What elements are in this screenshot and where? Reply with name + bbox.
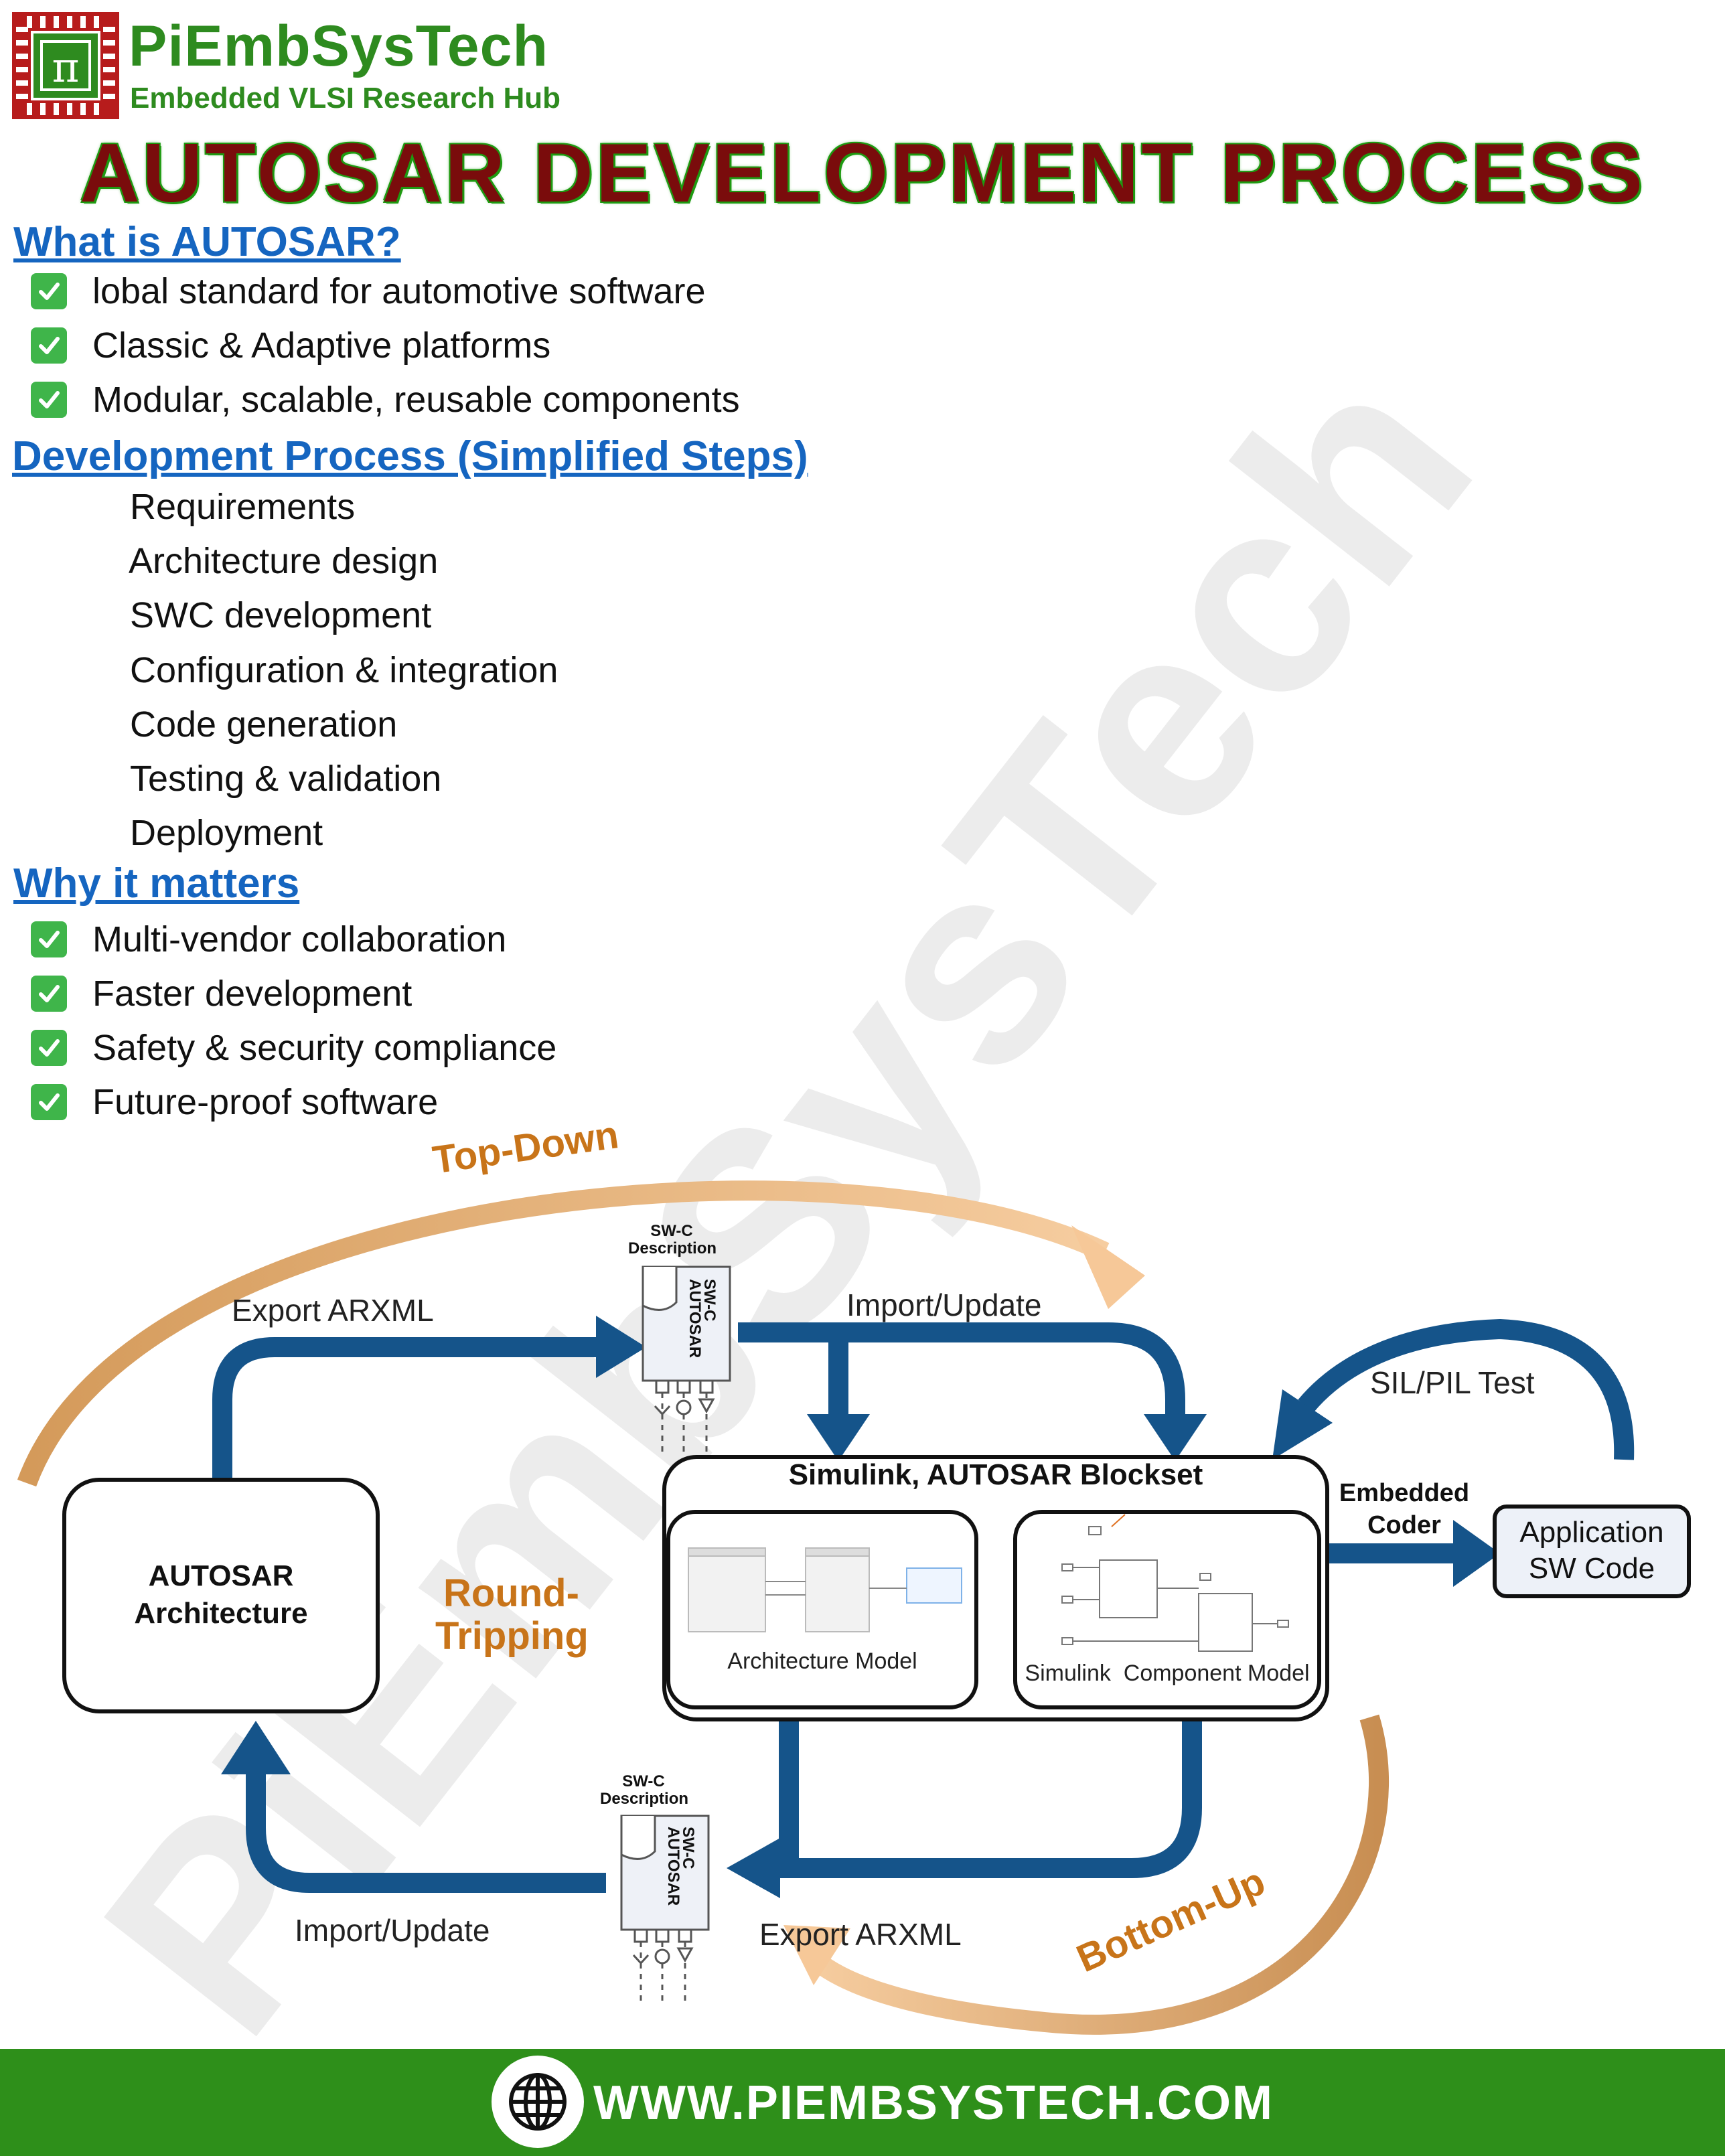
top-down-arrow xyxy=(17,1180,1110,1487)
sil-pil-arrowhead xyxy=(1272,1389,1333,1460)
export-bottom-arrowhead xyxy=(727,1838,780,1898)
list-item: Safety & security compliance xyxy=(31,1027,556,1069)
round-tripping-label-2: Tripping xyxy=(435,1614,589,1658)
swc-description-bottom xyxy=(620,1815,710,2002)
autosar-swc-label-bottom-2: SW-C xyxy=(679,1827,697,1869)
autosar-architecture-box xyxy=(62,1478,380,1713)
checkmark-icon xyxy=(31,1030,67,1066)
step-item: Testing & validation xyxy=(130,759,442,799)
chip-logo-icon: π xyxy=(12,12,119,119)
import-top-arrowhead-2 xyxy=(807,1414,870,1461)
component-model-label: Simulink Component Model xyxy=(1025,1661,1310,1686)
architecture-model-thumbnail xyxy=(688,1547,962,1632)
import-update-top-arrow-1 xyxy=(738,1322,1185,1419)
step-item: Deployment xyxy=(130,813,323,853)
export-arxml-bottom-label: Export ARXML xyxy=(759,1917,962,1952)
list-item-label: Future-proof software xyxy=(92,1082,439,1122)
list-item-label: lobal standard for automotive software xyxy=(92,271,706,311)
checkmark-icon xyxy=(31,273,67,309)
globe-icon xyxy=(492,2056,584,2148)
coder-label-line-1: Embedded xyxy=(1339,1479,1470,1507)
list-item-label: Multi-vendor collaboration xyxy=(92,919,507,959)
round-tripping-label-1: Round- xyxy=(443,1571,579,1615)
step-item: Configuration & integration xyxy=(130,650,558,690)
process-heading: Development Process (Simplified Steps) xyxy=(12,433,808,479)
list-item-label: Modular, scalable, reusable components xyxy=(92,380,740,420)
simulink-blockset-title: Simulink, AUTOSAR Blockset xyxy=(788,1458,1203,1491)
swc-description-bottom-label: SW-C Description xyxy=(600,1772,689,1808)
export-arxml-top-arrowhead xyxy=(596,1316,646,1378)
autosar-swc-label-bottom-1: AUTOSAR xyxy=(664,1827,682,1906)
top-down-arrowhead xyxy=(1071,1225,1145,1309)
brand-name: PiEmbSysTech xyxy=(129,14,548,78)
component-model-panel xyxy=(1013,1510,1321,1709)
what-is-heading: What is AUTOSAR? xyxy=(13,219,401,265)
list-item: lobal standard for automotive software xyxy=(31,271,706,312)
checkmark-icon xyxy=(31,921,67,957)
application-sw-code-box xyxy=(1493,1505,1691,1598)
export-arxml-top-arrow xyxy=(212,1337,606,1480)
embedded-coder-arrowhead xyxy=(1453,1520,1500,1587)
import-update-top-label: Import/Update xyxy=(846,1288,1042,1322)
import-bottom-arrowhead xyxy=(221,1721,291,1774)
arch-label-line-1: AUTOSAR xyxy=(148,1559,294,1592)
list-item: Multi-vendor collaboration xyxy=(31,919,506,960)
architecture-model-label: Architecture Model xyxy=(727,1648,917,1674)
svg-text:π: π xyxy=(52,43,80,92)
swc-description-top-label: SW-C Description xyxy=(628,1222,717,1257)
checkmark-icon xyxy=(31,327,67,364)
export-arxml-top-label: Export ARXML xyxy=(232,1293,434,1328)
list-item-label: Faster development xyxy=(92,974,412,1014)
app-label-line-2: SW Code xyxy=(1528,1552,1655,1585)
list-item: Classic & Adaptive platforms xyxy=(31,325,550,366)
swc-label-line-2: Description xyxy=(628,1239,717,1257)
step-item: Requirements xyxy=(130,487,356,527)
import-update-bottom-arrow xyxy=(246,1768,606,1893)
embedded-coder-label: Embedded Coder xyxy=(1327,1477,1481,1541)
website-link[interactable]: WWW.PIEMBSYSTECH.COM xyxy=(593,2076,1274,2130)
sil-pil-test-label: SIL/PIL Test xyxy=(1370,1365,1535,1400)
list-item: Future-proof software xyxy=(31,1081,438,1123)
list-item-label: Safety & security compliance xyxy=(92,1028,557,1068)
app-label-line-1: Application xyxy=(1519,1516,1664,1549)
swc-label-line-2: Description xyxy=(600,1790,689,1808)
footer-bar xyxy=(0,2049,1725,2156)
checkmark-icon xyxy=(31,976,67,1012)
checkmark-icon xyxy=(31,1084,67,1120)
autosar-swc-label-top-2: SW-C xyxy=(700,1279,719,1322)
bottom-up-arrow xyxy=(803,1714,1389,2035)
application-sw-code-label: Application SW Code xyxy=(1495,1515,1689,1587)
export-arxml-bottom-arrow-1 xyxy=(770,1719,1202,1878)
brand-tagline: Embedded VLSI Research Hub xyxy=(130,82,561,114)
swc-description-top xyxy=(642,1265,731,1453)
checkmark-icon xyxy=(31,382,67,418)
list-item: Modular, scalable, reusable components xyxy=(31,379,740,420)
step-item: SWC development xyxy=(130,595,432,635)
list-item-label: Classic & Adaptive platforms xyxy=(92,325,551,366)
step-item: Architecture design xyxy=(129,541,439,581)
why-heading: Why it matters xyxy=(13,860,300,907)
step-item: Code generation xyxy=(130,704,398,745)
arch-label-line-2: Architecture xyxy=(134,1597,308,1630)
import-update-bottom-label: Import/Update xyxy=(295,1913,490,1948)
swc-label-line-1: SW-C xyxy=(650,1222,693,1240)
component-model-thumbnail xyxy=(1061,1514,1289,1652)
bottom-up-arrowhead xyxy=(783,1925,850,1985)
list-item: Faster development xyxy=(31,973,412,1014)
page-title: AUTOSAR DEVELOPMENT PROCESS xyxy=(79,127,1645,220)
sil-pil-arrow xyxy=(1298,1318,1635,1460)
import-top-arrowhead-1 xyxy=(1144,1414,1207,1461)
autosar-architecture-label: AUTOSAR Architecture xyxy=(64,1557,378,1632)
autosar-swc-label-top-1: AUTOSAR xyxy=(686,1279,704,1358)
coder-label-line-2: Coder xyxy=(1367,1511,1441,1539)
swc-label-line-1: SW-C xyxy=(622,1772,665,1790)
